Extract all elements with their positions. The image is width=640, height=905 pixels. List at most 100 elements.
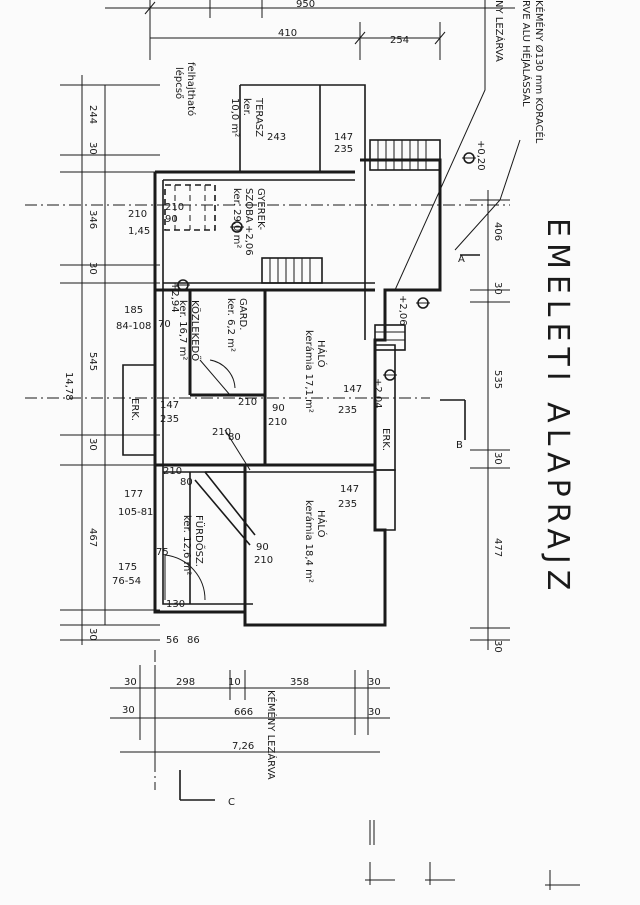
room-gard: GARD. ker. 6,2 m² bbox=[225, 298, 248, 352]
svg-text:210: 210 bbox=[238, 397, 257, 408]
dim-right-d3: 535 bbox=[492, 370, 503, 389]
svg-text:406: 406 bbox=[492, 222, 503, 241]
svg-text:HÁLÓ: HÁLÓ bbox=[315, 340, 328, 368]
section-a: A bbox=[458, 254, 465, 265]
svg-text:+2,94: +2,94 bbox=[169, 282, 180, 313]
svg-text:90: 90 bbox=[165, 214, 178, 225]
svg-text:80: 80 bbox=[180, 477, 193, 488]
dim-bottom-r1e: 30 bbox=[368, 677, 381, 688]
level-l2: +2,06 bbox=[243, 225, 254, 256]
svg-text:80: 80 bbox=[228, 432, 241, 443]
svg-text:ker. 29,0 m²: ker. 29,0 m² bbox=[231, 188, 242, 248]
dim-bottom-r2b: 666 bbox=[234, 707, 253, 718]
svg-text:56: 56 bbox=[166, 635, 179, 646]
dim-bottom-r3: 7,26 bbox=[232, 741, 254, 752]
svg-text:14,78: 14,78 bbox=[63, 372, 74, 401]
svg-text:felhajtható: felhajtható bbox=[185, 62, 197, 116]
svg-text:30: 30 bbox=[87, 142, 98, 155]
svg-text:90: 90 bbox=[256, 542, 269, 553]
dim-bottom-r2a: 30 bbox=[122, 705, 135, 716]
svg-text:30: 30 bbox=[492, 282, 503, 295]
svg-text:105-81: 105-81 bbox=[118, 507, 153, 518]
svg-text:90: 90 bbox=[272, 403, 285, 414]
svg-text:346: 346 bbox=[87, 210, 98, 229]
svg-text:HÁLÓ: HÁLÓ bbox=[315, 510, 328, 538]
dim-left-d7: 467 bbox=[87, 528, 98, 547]
dim-left-d1: 244 bbox=[87, 105, 98, 124]
stair-note: felhajtható lépcső bbox=[173, 62, 197, 116]
svg-text:235: 235 bbox=[338, 405, 357, 416]
svg-text:147: 147 bbox=[160, 400, 179, 411]
room-halo-1: HÁLÓ kerámia 17,1 m² bbox=[303, 330, 328, 413]
dim-right-d1: 406 bbox=[492, 222, 503, 241]
svg-text:+2,06: +2,06 bbox=[243, 225, 254, 256]
svg-text:244: 244 bbox=[87, 105, 98, 124]
svg-text:210: 210 bbox=[128, 209, 147, 220]
dim-bottom-r1a: 30 bbox=[124, 677, 137, 688]
svg-text:535: 535 bbox=[492, 370, 503, 389]
dim-bottom-r1b: 298 bbox=[176, 677, 195, 688]
dim-top-b: 254 bbox=[390, 35, 409, 46]
svg-text:ERK.: ERK. bbox=[380, 428, 391, 451]
room-furdo: FÜRDŐSZ. ker. 12,6 m² bbox=[181, 515, 207, 575]
svg-text:GARD.: GARD. bbox=[237, 298, 248, 330]
svg-text:175: 175 bbox=[118, 562, 137, 573]
chimney-note-3: NY LEZÁRVA bbox=[493, 0, 506, 62]
svg-text:TERASZ: TERASZ bbox=[253, 97, 264, 137]
svg-text:235: 235 bbox=[334, 144, 353, 155]
svg-text:ker. 16,7 m²: ker. 16,7 m² bbox=[177, 300, 188, 360]
level-l3: +2,94 bbox=[169, 282, 180, 313]
room-halo-2: HÁLÓ kerámia 18,4 m² bbox=[303, 500, 328, 583]
chimney-note-line2: RVE ALU HÉJALÁSSAL bbox=[520, 0, 533, 107]
plan-title: EMELETI ALAPRAJZ bbox=[540, 218, 575, 596]
chimney-leader bbox=[394, 0, 486, 291]
dim-bottom-r1c: 10 bbox=[228, 677, 241, 688]
dim-bottom-r1d: 358 bbox=[290, 677, 309, 688]
room-erk-left: ERK. bbox=[129, 398, 140, 421]
svg-text:+2,04: +2,04 bbox=[372, 378, 383, 409]
svg-text:210: 210 bbox=[212, 427, 231, 438]
svg-text:467: 467 bbox=[87, 528, 98, 547]
svg-text:ERK.: ERK. bbox=[129, 398, 140, 421]
dim-left-total: 14,78 bbox=[63, 372, 74, 401]
dim-left-d4: 30 bbox=[87, 262, 98, 275]
svg-text:185: 185 bbox=[124, 305, 143, 316]
svg-text:EMELETI ALAPRAJZ: EMELETI ALAPRAJZ bbox=[540, 218, 575, 596]
svg-text:477: 477 bbox=[492, 538, 503, 557]
dim-left-d3: 346 bbox=[87, 210, 98, 229]
dim-left-d2: 30 bbox=[87, 142, 98, 155]
svg-text:lépcső: lépcső bbox=[173, 67, 185, 99]
svg-text:243: 243 bbox=[267, 132, 286, 143]
svg-text:76-54: 76-54 bbox=[112, 576, 141, 587]
dim-right-d2: 30 bbox=[492, 282, 503, 295]
svg-text:210: 210 bbox=[254, 555, 273, 566]
dim-right-d4: 30 bbox=[492, 452, 503, 465]
level-l4: +2,06 bbox=[397, 295, 408, 326]
section-c: C bbox=[228, 797, 235, 808]
balconies bbox=[122, 344, 396, 531]
svg-text:ker. 6,2 m²: ker. 6,2 m² bbox=[225, 298, 236, 352]
dim-bottom-r2c: 30 bbox=[368, 707, 381, 718]
stairs bbox=[164, 139, 441, 351]
level-l5: +2,04 bbox=[372, 378, 383, 409]
svg-text:86: 86 bbox=[187, 635, 200, 646]
svg-text:KÉMÉNY LEZÁRVA: KÉMÉNY LEZÁRVA bbox=[265, 690, 278, 780]
level-l1: +0,20 bbox=[475, 140, 486, 171]
svg-text:147: 147 bbox=[343, 384, 362, 395]
svg-text:75: 75 bbox=[156, 547, 169, 558]
svg-text:147: 147 bbox=[334, 132, 353, 143]
dim-left-d6: 30 bbox=[87, 438, 98, 451]
dim-left-d8: 30 bbox=[87, 628, 98, 641]
svg-text:1,45: 1,45 bbox=[128, 226, 150, 237]
svg-text:ker. 12,6 m²: ker. 12,6 m² bbox=[181, 515, 192, 575]
svg-text:30: 30 bbox=[492, 452, 503, 465]
svg-text:210: 210 bbox=[165, 202, 184, 213]
bottom-marks bbox=[365, 820, 580, 890]
svg-text:177: 177 bbox=[124, 489, 143, 500]
chimney-note-line1: KÉMÉNY Ø130 mm KORACÉL bbox=[533, 0, 546, 144]
chimney-note: KÉMÉNY Ø130 mm KORACÉL RVE ALU HÉJALÁSSA… bbox=[520, 0, 546, 144]
svg-text:130: 130 bbox=[166, 599, 185, 610]
right-dimension-lines bbox=[470, 190, 510, 650]
